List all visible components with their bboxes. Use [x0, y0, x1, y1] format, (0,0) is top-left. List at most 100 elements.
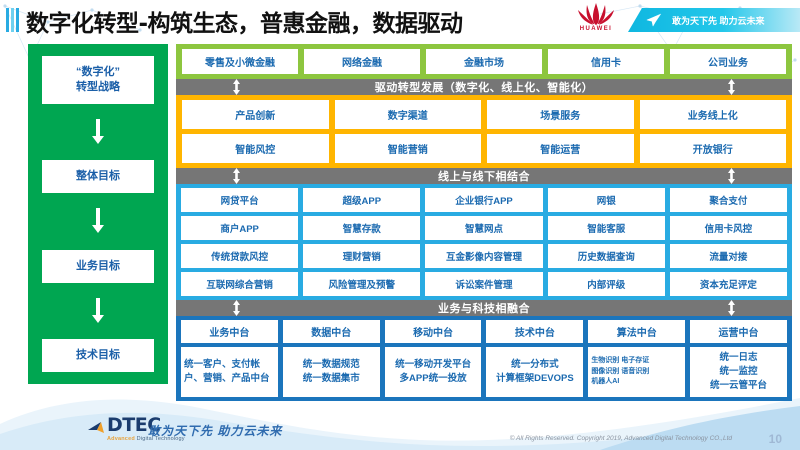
mp-column-technology: 技术中台 统一分布式 计算框架DEVOPS	[486, 320, 584, 397]
down-arrow-icon	[92, 208, 104, 234]
divider-online-offline: 线上与线下相结合	[176, 168, 792, 184]
application-band: 网贷平台 超级APP 企业银行APP 网银 聚合支付 商户APP 智慧存款 智慧…	[176, 184, 792, 300]
capability-row-1: 产品创新 数字渠道 场景服务 业务线上化	[182, 100, 786, 129]
header-slogan-banner: 敢为天下先 助力云未来	[628, 8, 800, 32]
mp-column-algorithm: 算法中台 生物识别 电子存证 图像识别 语音识别 机器人AI	[588, 320, 686, 397]
double-arrow-icon	[233, 79, 240, 95]
app-super-app[interactable]: 超级APP	[303, 188, 421, 212]
down-arrow-icon	[92, 118, 104, 144]
accent-bars-icon	[6, 8, 22, 32]
application-row-4: 互联网综合营销 风险管理及预警 诉讼案件管理 内部评级 资本充足评定	[181, 272, 788, 296]
application-row-1: 网贷平台 超级APP 企业银行APP 网银 聚合支付	[181, 188, 788, 212]
down-arrow-icon	[92, 297, 104, 323]
page-footer: DTEC Advanced Digital Technology 敢为天下先 助…	[0, 404, 800, 450]
page-header: 数字化转型-构筑生态，普惠金融，数据驱动 HUAWEI 敢为天下先 助力云未来	[0, 0, 800, 40]
capability-band: 产品创新 数字渠道 场景服务 业务线上化 智能风控 智能营销 智能运营 开放银行	[176, 95, 792, 168]
mp-header-technology[interactable]: 技术中台	[486, 320, 584, 343]
mp-header-mobile[interactable]: 移动中台	[384, 320, 482, 343]
divider-business-technology: 业务与科技相融合	[176, 300, 792, 316]
footer-slogan: 敢为天下先 助力云未来	[148, 424, 283, 438]
page-number: 10	[768, 432, 782, 446]
app-online-lending-platform[interactable]: 网贷平台	[181, 188, 299, 212]
rail-item-business-goal[interactable]: 业务目标	[42, 249, 154, 283]
application-row-3: 传统贷款风控 理财营销 互金影像内容管理 历史数据查询 流量对接	[181, 244, 788, 268]
app-internet-integrated-marketing[interactable]: 互联网综合营销	[181, 272, 299, 296]
capability-row-2: 智能风控 智能营销 智能运营 开放银行	[182, 134, 786, 163]
huawei-wordmark: HUAWEI	[579, 26, 613, 32]
huawei-flower-icon	[578, 3, 614, 25]
divider-drive-transformation: 驱动转型发展（数字化、线上化、智能化）	[176, 79, 792, 95]
middle-platform-grid: 业务中台 统一客户、支付帐户、营销、产品中台 数据中台 统一数据规范 统一数据集…	[181, 320, 787, 397]
mp-body-mobile: 统一移动开发平台 多APP统一投放	[384, 347, 482, 397]
app-online-banking[interactable]: 网银	[547, 188, 665, 212]
diagram-content: “数字化” 转型战略 整体目标 业务目标 技术目标 零售及小微金融 网络金融 金…	[0, 40, 800, 410]
capability-scenario-service[interactable]: 场景服务	[487, 100, 634, 129]
page-title: 数字化转型-构筑生态，普惠金融，数据驱动	[26, 11, 463, 37]
app-traffic-docking[interactable]: 流量对接	[669, 244, 788, 268]
mp-header-operation[interactable]: 运营中台	[690, 320, 787, 343]
mp-column-mobile: 移动中台 统一移动开发平台 多APP统一投放	[384, 320, 482, 397]
business-retail-micro[interactable]: 零售及小微金融	[182, 49, 298, 74]
divider-business-technology-label: 业务与科技相融合	[438, 303, 530, 315]
app-image-content-management[interactable]: 互金影像内容管理	[425, 244, 543, 268]
mp-column-business: 业务中台 统一客户、支付帐户、营销、产品中台	[181, 320, 278, 397]
capability-digital-channel[interactable]: 数字渠道	[334, 100, 481, 129]
double-arrow-icon	[728, 300, 735, 316]
mp-body-business: 统一客户、支付帐户、营销、产品中台	[181, 347, 278, 397]
capability-smart-risk-control[interactable]: 智能风控	[182, 134, 329, 163]
app-capital-adequacy-assessment[interactable]: 资本充足评定	[669, 272, 788, 296]
business-corporate[interactable]: 公司业务	[670, 49, 786, 74]
app-smart-customer-service[interactable]: 智能客服	[547, 216, 665, 240]
business-financial-market[interactable]: 金融市场	[426, 49, 542, 74]
capability-smart-operation[interactable]: 智能运营	[487, 134, 634, 163]
mp-column-operation: 运营中台 统一日志 统一监控 统一云管平台	[690, 320, 787, 397]
divider-drive-label: 驱动转型发展（数字化、线上化、智能化）	[374, 82, 594, 94]
double-arrow-icon	[233, 300, 240, 316]
app-smart-branch[interactable]: 智慧网点	[425, 216, 543, 240]
app-credit-card-risk-control[interactable]: 信用卡风控	[669, 216, 788, 240]
app-aggregate-payment[interactable]: 聚合支付	[669, 188, 788, 212]
divider-online-offline-label: 线上与线下相结合	[438, 171, 530, 183]
business-line-row: 零售及小微金融 网络金融 金融市场 信用卡 公司业务	[182, 49, 786, 74]
mp-body-technology: 统一分布式 计算框架DEVOPS	[486, 347, 584, 397]
mp-body-operation: 统一日志 统一监控 统一云管平台	[690, 347, 787, 397]
application-row-2: 商户APP 智慧存款 智慧网点 智能客服 信用卡风控	[181, 216, 788, 240]
capability-open-banking[interactable]: 开放银行	[639, 134, 786, 163]
business-credit-card[interactable]: 信用卡	[548, 49, 664, 74]
app-wealth-marketing[interactable]: 理财营销	[303, 244, 421, 268]
mp-header-algorithm[interactable]: 算法中台	[588, 320, 686, 343]
app-risk-management-warning[interactable]: 风险管理及预警	[303, 272, 421, 296]
mp-header-business[interactable]: 业务中台	[181, 320, 278, 343]
strategy-rail: “数字化” 转型战略 整体目标 业务目标 技术目标	[28, 44, 168, 384]
huawei-logo: HUAWEI	[570, 2, 622, 38]
double-arrow-icon	[728, 168, 735, 184]
app-litigation-case-management[interactable]: 诉讼案件管理	[425, 272, 543, 296]
rail-item-technology-goal[interactable]: 技术目标	[42, 339, 154, 372]
rail-item-strategy[interactable]: “数字化” 转型战略	[42, 56, 154, 104]
app-smart-deposit[interactable]: 智慧存款	[303, 216, 421, 240]
double-arrow-icon	[728, 79, 735, 95]
copyright-text: © All Rights Reserved. Copyright 2019, A…	[509, 435, 732, 442]
double-arrow-icon	[233, 168, 240, 184]
business-line-band: 零售及小微金融 网络金融 金融市场 信用卡 公司业务	[176, 44, 792, 79]
header-banner-text: 敢为天下先 助力云未来	[672, 15, 765, 26]
capability-business-online[interactable]: 业务线上化	[639, 100, 786, 129]
band-stack: 零售及小微金融 网络金融 金融市场 信用卡 公司业务 驱动转型发展（数字化、线上…	[176, 44, 792, 401]
capability-product-innovation[interactable]: 产品创新	[182, 100, 329, 129]
dtec-arrow-icon	[88, 422, 104, 433]
capability-smart-marketing[interactable]: 智能营销	[334, 134, 481, 163]
mp-body-algorithm: 生物识别 电子存证 图像识别 语音识别 机器人AI	[588, 347, 686, 397]
rail-item-overall-goal[interactable]: 整体目标	[42, 160, 154, 194]
app-traditional-loan-risk[interactable]: 传统贷款风控	[181, 244, 299, 268]
app-internal-rating[interactable]: 内部评级	[547, 272, 665, 296]
mp-column-data: 数据中台 统一数据规范 统一数据集市	[282, 320, 380, 397]
app-historical-data-query[interactable]: 历史数据查询	[547, 244, 665, 268]
mp-header-data[interactable]: 数据中台	[282, 320, 380, 343]
middle-platform-band: 业务中台 统一客户、支付帐户、营销、产品中台 数据中台 统一数据规范 统一数据集…	[176, 316, 792, 401]
paper-plane-icon	[646, 13, 662, 27]
app-enterprise-banking-app[interactable]: 企业银行APP	[425, 188, 543, 212]
dtec-tagline-bold: Advanced	[107, 436, 135, 442]
business-internet-finance[interactable]: 网络金融	[304, 49, 420, 74]
app-merchant-app[interactable]: 商户APP	[181, 216, 299, 240]
mp-body-data: 统一数据规范 统一数据集市	[282, 347, 380, 397]
